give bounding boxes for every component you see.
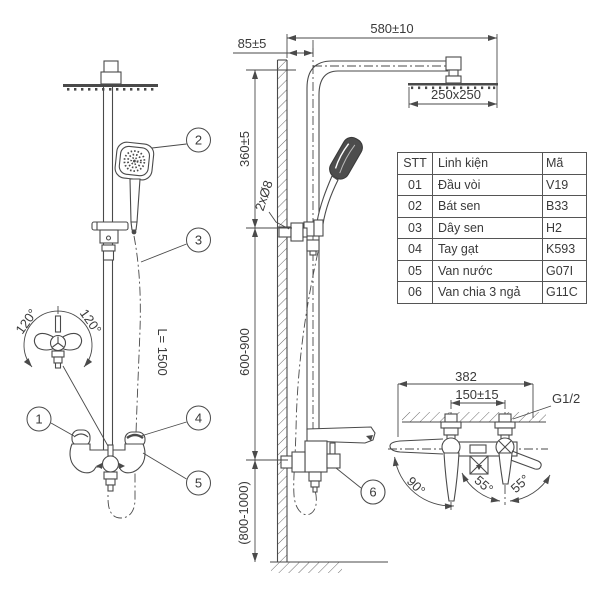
cell-code: B33 xyxy=(542,195,587,218)
mixer-front xyxy=(69,429,146,492)
cell-code: V19 xyxy=(542,173,587,196)
cell-code: H2 xyxy=(542,216,587,239)
dim-arm-length: 580±10 xyxy=(370,21,413,36)
callout-label-5: 5 xyxy=(195,476,202,491)
slide-bar-bracket xyxy=(91,221,129,261)
mixer-side xyxy=(280,426,376,493)
wall-section xyxy=(276,59,288,562)
front-view xyxy=(23,60,211,519)
right-handle xyxy=(495,437,542,485)
cell-stt: 01 xyxy=(397,173,433,196)
dim-detail-width: 382 xyxy=(455,369,477,384)
angle-handle-left: 55° xyxy=(472,472,497,496)
cell-code: K593 xyxy=(542,238,587,261)
cell-part: Đầu vòi xyxy=(432,173,543,196)
col-header-stt: STT xyxy=(397,152,433,175)
col-header-code: Mã xyxy=(542,152,587,175)
table-row: 05 Van nước G07I xyxy=(397,259,587,282)
table-row: 01 Đầu vòi V19 xyxy=(397,173,587,196)
rain-shower-head xyxy=(63,60,158,91)
diverter-handle-detail xyxy=(23,306,109,447)
cell-stt: 06 xyxy=(397,281,433,304)
angle-handle-right: 55° xyxy=(508,472,533,496)
riser-pipe-front xyxy=(102,87,114,450)
dim-head-size: 250x250 xyxy=(431,87,481,102)
angle-divert-right: 120° xyxy=(77,306,105,337)
table-header-row: STT Linh kiện Mã xyxy=(397,152,587,175)
cell-stt: 03 xyxy=(397,216,433,239)
callout-label-6: 6 xyxy=(369,485,376,500)
angle-divert-left: 120° xyxy=(12,306,40,337)
cell-stt: 05 xyxy=(397,259,433,282)
side-view xyxy=(233,34,498,573)
floor-section xyxy=(270,561,388,573)
dimension-lines-detail xyxy=(397,381,552,437)
dim-bar-range: 600-900 xyxy=(237,328,252,376)
cell-part: Dây sen xyxy=(432,216,543,239)
cell-stt: 02 xyxy=(397,195,433,218)
table-row: 03 Dây sen H2 xyxy=(397,216,587,239)
cell-part: Bát sen xyxy=(432,195,543,218)
dim-hose-length: L= 1500 xyxy=(155,328,170,375)
detail-wall-hatch xyxy=(402,412,546,422)
angle-arcs xyxy=(392,456,551,510)
cell-code: G07I xyxy=(542,259,587,282)
callout-6 xyxy=(335,467,386,505)
cell-stt: 04 xyxy=(397,238,433,261)
table-row: 02 Bát sen B33 xyxy=(397,195,587,218)
callout-label-1: 1 xyxy=(35,412,42,427)
mixer-detail-view xyxy=(388,381,552,510)
inlet-fittings xyxy=(440,413,516,443)
overhead-shower-side xyxy=(408,56,498,90)
parts-table: STT Linh kiện Mã 01 Đầu vòi V19 02 Bát s… xyxy=(397,152,587,304)
nozzle-dots xyxy=(67,88,154,91)
callouts-front xyxy=(26,127,211,496)
callout-label-2: 2 xyxy=(195,133,202,148)
callout-label-4: 4 xyxy=(195,411,202,426)
dimension-lines-side xyxy=(233,34,498,562)
hand-shower-side xyxy=(303,136,363,256)
dim-inlet-spacing: 150±15 xyxy=(455,387,498,402)
dim-wall-offset: 85±5 xyxy=(238,36,267,51)
table-row: 06 Van chia 3 ngả G11C xyxy=(397,281,587,304)
cell-part: Van nước xyxy=(432,259,543,282)
dim-thread-size: G1/2 xyxy=(552,391,580,406)
hose-centerline-side xyxy=(293,251,319,516)
hand-shower-front xyxy=(114,141,155,235)
left-lever xyxy=(389,437,461,502)
dim-upper-height: 360±5 xyxy=(237,131,252,167)
col-header-part: Linh kiện xyxy=(432,152,543,175)
dim-install-height: (800-1000) xyxy=(236,481,251,545)
cell-code: G11C xyxy=(542,281,587,304)
cell-part: Van chia 3 ngả xyxy=(432,281,543,304)
table-row: 04 Tay gạt K593 xyxy=(397,238,587,261)
callout-label-3: 3 xyxy=(195,233,202,248)
cell-part: Tay gạt xyxy=(432,238,543,261)
angle-lever-swing: 90° xyxy=(404,474,429,499)
